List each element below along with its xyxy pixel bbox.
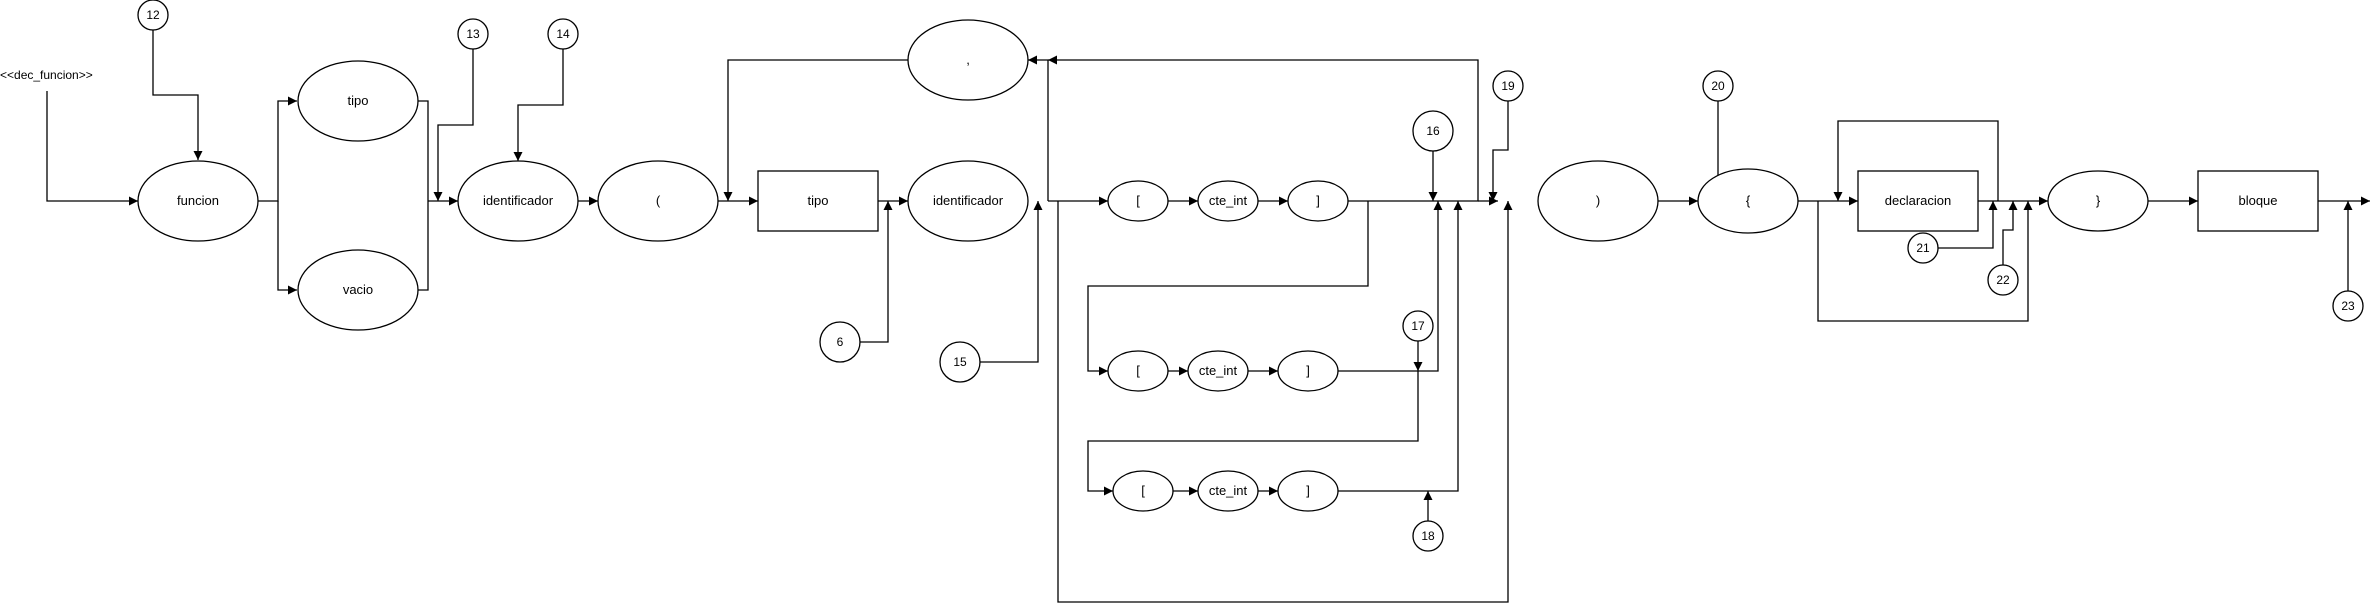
svg-text:): ) bbox=[1596, 193, 1600, 208]
svg-text:20: 20 bbox=[1711, 79, 1725, 93]
node-identificador-1: identificador bbox=[457, 160, 579, 242]
node-bracket-close-2: ] bbox=[1277, 350, 1339, 392]
svg-text:13: 13 bbox=[466, 27, 480, 41]
node-bloque: bloque bbox=[2197, 170, 2319, 232]
node-bracket-close-1: ] bbox=[1287, 180, 1349, 222]
node-bracket-open-1: [ bbox=[1107, 180, 1169, 222]
node-declaracion: declaracion bbox=[1857, 170, 1979, 232]
svg-text:[: [ bbox=[1141, 483, 1145, 498]
svg-text:[: [ bbox=[1136, 363, 1140, 378]
marker-19: 19 bbox=[1492, 70, 1524, 102]
svg-text:identificador: identificador bbox=[483, 193, 554, 208]
node-identificador-2: identificador bbox=[907, 160, 1029, 242]
svg-text:cte_int: cte_int bbox=[1209, 193, 1248, 208]
svg-text:21: 21 bbox=[1916, 241, 1930, 255]
marker-15: 15 bbox=[939, 341, 981, 383]
svg-text:23: 23 bbox=[2341, 299, 2355, 313]
node-cte-int-3: cte_int bbox=[1197, 470, 1259, 512]
node-tipo-param: tipo bbox=[757, 170, 879, 232]
svg-text:tipo: tipo bbox=[808, 193, 829, 208]
node-bracket-close-3: ] bbox=[1277, 470, 1339, 512]
node-comma: , bbox=[907, 19, 1029, 101]
svg-text:,: , bbox=[966, 52, 970, 67]
svg-text:vacio: vacio bbox=[343, 282, 373, 297]
svg-text:17: 17 bbox=[1411, 319, 1425, 333]
svg-text:[: [ bbox=[1136, 193, 1140, 208]
node-brace-close: } bbox=[2047, 170, 2149, 232]
marker-20: 20 bbox=[1702, 70, 1734, 102]
marker-22: 22 bbox=[1987, 264, 2019, 296]
node-cte-int-1: cte_int bbox=[1197, 180, 1259, 222]
marker-21: 21 bbox=[1907, 232, 1939, 264]
node-paren-close: ) bbox=[1537, 160, 1659, 242]
svg-text:bloque: bloque bbox=[2238, 193, 2277, 208]
marker-6: 6 bbox=[819, 321, 861, 363]
svg-text:16: 16 bbox=[1426, 124, 1440, 138]
svg-text:]: ] bbox=[1306, 483, 1310, 498]
svg-text:funcion: funcion bbox=[177, 193, 219, 208]
start-label: <<dec_funcion>> bbox=[0, 68, 93, 82]
marker-12: 12 bbox=[137, 0, 169, 31]
svg-text:18: 18 bbox=[1421, 529, 1435, 543]
node-vacio: vacio bbox=[297, 249, 419, 331]
svg-text:]: ] bbox=[1306, 363, 1310, 378]
node-brace-open: { bbox=[1697, 168, 1799, 234]
node-paren-open: ( bbox=[597, 160, 719, 242]
svg-text:22: 22 bbox=[1996, 273, 2010, 287]
svg-text:(: ( bbox=[656, 193, 661, 208]
marker-23: 23 bbox=[2332, 290, 2364, 322]
node-tipo: tipo bbox=[297, 60, 419, 142]
svg-text:cte_int: cte_int bbox=[1209, 483, 1248, 498]
svg-text:cte_int: cte_int bbox=[1199, 363, 1238, 378]
node-cte-int-2: cte_int bbox=[1187, 350, 1249, 392]
node-bracket-open-3: [ bbox=[1112, 470, 1174, 512]
svg-text:6: 6 bbox=[837, 335, 844, 349]
svg-text:12: 12 bbox=[146, 8, 160, 22]
marker-14: 14 bbox=[547, 18, 579, 50]
marker-16: 16 bbox=[1412, 110, 1454, 152]
svg-text:}: } bbox=[2096, 193, 2101, 208]
marker-18: 18 bbox=[1412, 520, 1444, 552]
node-bracket-open-2: [ bbox=[1107, 350, 1169, 392]
svg-text:tipo: tipo bbox=[348, 93, 369, 108]
svg-text:identificador: identificador bbox=[933, 193, 1004, 208]
node-funcion: funcion bbox=[137, 160, 259, 242]
svg-text:14: 14 bbox=[556, 27, 570, 41]
svg-text:15: 15 bbox=[953, 355, 967, 369]
svg-text:19: 19 bbox=[1501, 79, 1515, 93]
svg-text:declaracion: declaracion bbox=[1885, 193, 1952, 208]
marker-leaders bbox=[152, 30, 2353, 521]
connectors bbox=[46, 55, 2370, 603]
marker-13: 13 bbox=[457, 18, 489, 50]
svg-text:]: ] bbox=[1316, 193, 1320, 208]
svg-text:{: { bbox=[1746, 193, 1751, 208]
marker-17: 17 bbox=[1402, 310, 1434, 342]
